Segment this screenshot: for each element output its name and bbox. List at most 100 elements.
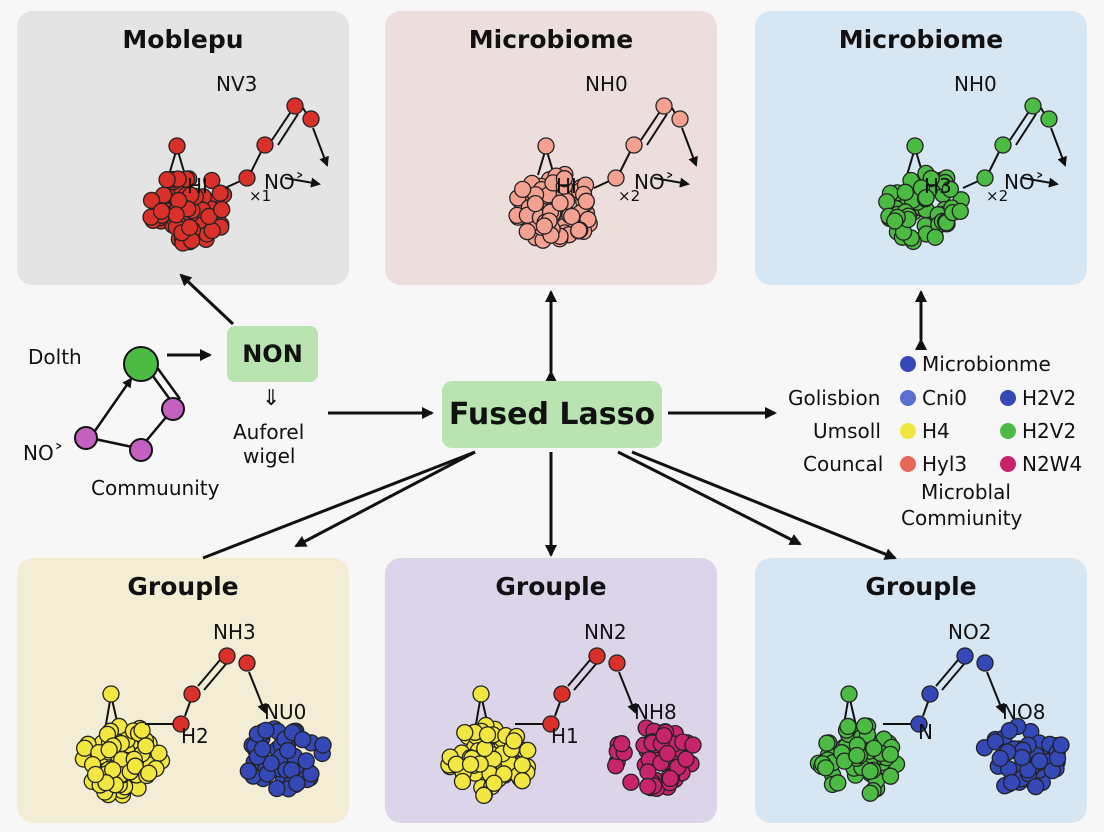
legend-dot-icon xyxy=(900,456,916,472)
cluster-atom xyxy=(262,754,280,772)
cluster-atom xyxy=(1000,721,1019,740)
cluster-atom xyxy=(896,183,914,201)
cluster-atom xyxy=(485,774,503,792)
cluster-atom xyxy=(926,228,944,246)
community-node-top xyxy=(123,346,159,382)
cluster-atom xyxy=(1027,777,1045,796)
atom-node xyxy=(1040,110,1058,128)
wigel-label: wigel xyxy=(243,444,296,468)
atom-node xyxy=(238,654,256,672)
label-end: NO8 xyxy=(1002,700,1046,724)
cluster-atom xyxy=(865,739,883,758)
cluster-atom xyxy=(158,170,176,189)
cluster-atom xyxy=(100,741,118,759)
arrow-left-line xyxy=(202,450,476,560)
cluster-atom xyxy=(75,739,94,757)
arrow-center-bottom-right-a xyxy=(617,450,802,546)
cluster-atom xyxy=(257,721,275,739)
community-label: Commuunity xyxy=(91,476,220,500)
atom-node xyxy=(608,654,626,672)
panel-title: Microbiome xyxy=(468,25,634,54)
panel-title: Grouple xyxy=(865,572,977,601)
cluster-atom xyxy=(513,756,531,774)
cluster-atom xyxy=(818,734,836,752)
legend-footer: Microblal xyxy=(921,480,1011,504)
cluster-atom xyxy=(478,726,497,744)
cluster-atom xyxy=(513,180,532,199)
legend-item-label: N2W4 xyxy=(1022,452,1083,476)
cluster-atom xyxy=(505,732,523,750)
label-sub: ×1 xyxy=(249,187,272,205)
cluster-atom xyxy=(140,764,158,782)
atom-node xyxy=(976,654,994,672)
atom-node xyxy=(537,137,555,155)
down-arrow-icon: ⇓ xyxy=(262,386,281,411)
cluster-atom xyxy=(941,180,960,198)
cluster-atom xyxy=(461,755,480,774)
cluster-atom xyxy=(577,192,595,210)
cluster-atom xyxy=(817,759,835,777)
atom-node xyxy=(183,685,201,703)
cluster-atom xyxy=(1030,752,1049,770)
cluster-atom xyxy=(856,717,874,735)
cluster-atom xyxy=(137,737,155,755)
legend-row-label: Golisbion xyxy=(788,386,881,410)
legend-dot-icon xyxy=(1000,456,1016,472)
legend-item-label: H2V2 xyxy=(1022,419,1077,443)
atom-node xyxy=(168,137,186,155)
cluster-atom xyxy=(86,765,105,784)
label-top: NH3 xyxy=(213,620,256,644)
cluster-atom xyxy=(991,749,1009,768)
cluster-atom xyxy=(213,201,231,219)
cluster-atom xyxy=(570,221,588,239)
cluster-atom xyxy=(551,194,569,212)
cluster-atom xyxy=(655,727,673,745)
cluster-atom xyxy=(169,191,188,210)
label-mid: H3 xyxy=(924,174,952,198)
label-top: NO2 xyxy=(948,620,992,644)
atom-node xyxy=(994,136,1012,154)
cluster-atom xyxy=(639,777,657,796)
community-node-left xyxy=(74,426,98,450)
cluster-atom xyxy=(519,741,537,760)
label-end: NH8 xyxy=(634,700,677,724)
cluster-atom xyxy=(661,769,679,788)
atom-node xyxy=(625,136,643,154)
label-top: NV3 xyxy=(216,72,258,96)
atom-node xyxy=(172,715,190,733)
cluster-atom xyxy=(513,772,531,790)
legend-item: H2V2 xyxy=(1000,386,1076,410)
atom-node xyxy=(671,110,689,128)
cluster-atom xyxy=(239,762,257,780)
cluster-atom xyxy=(253,740,272,758)
cluster-atom xyxy=(475,786,493,805)
community-node-right xyxy=(161,397,185,421)
cluster-atom xyxy=(279,741,297,760)
label-top: NH0 xyxy=(954,72,997,96)
cluster-atom xyxy=(917,188,935,207)
atom-node xyxy=(553,685,571,703)
community-node-bottom xyxy=(129,438,153,462)
cluster-atom xyxy=(613,735,631,753)
cluster-atom xyxy=(535,217,554,235)
cluster-atom xyxy=(167,206,185,224)
atom-node xyxy=(1024,97,1042,115)
atom-node xyxy=(256,136,274,154)
cluster-atom xyxy=(1003,773,1021,792)
label-end: NU0 xyxy=(264,700,307,724)
cluster-atom xyxy=(203,222,221,240)
cluster-atom xyxy=(126,757,144,775)
atom-node xyxy=(542,715,560,733)
legend-item-label: Cni0 xyxy=(922,386,967,410)
legend-item-label: H4 xyxy=(922,419,950,443)
label-top: NH0 xyxy=(585,72,628,96)
cluster-atom xyxy=(677,750,695,768)
atom-node xyxy=(218,647,236,665)
cluster-atom xyxy=(639,763,657,781)
cluster-atom xyxy=(886,212,904,230)
atom-node xyxy=(840,685,858,703)
label-end: NO˃ xyxy=(1004,170,1045,194)
legend-item: H4 xyxy=(900,419,950,443)
cluster-atom xyxy=(563,207,581,226)
